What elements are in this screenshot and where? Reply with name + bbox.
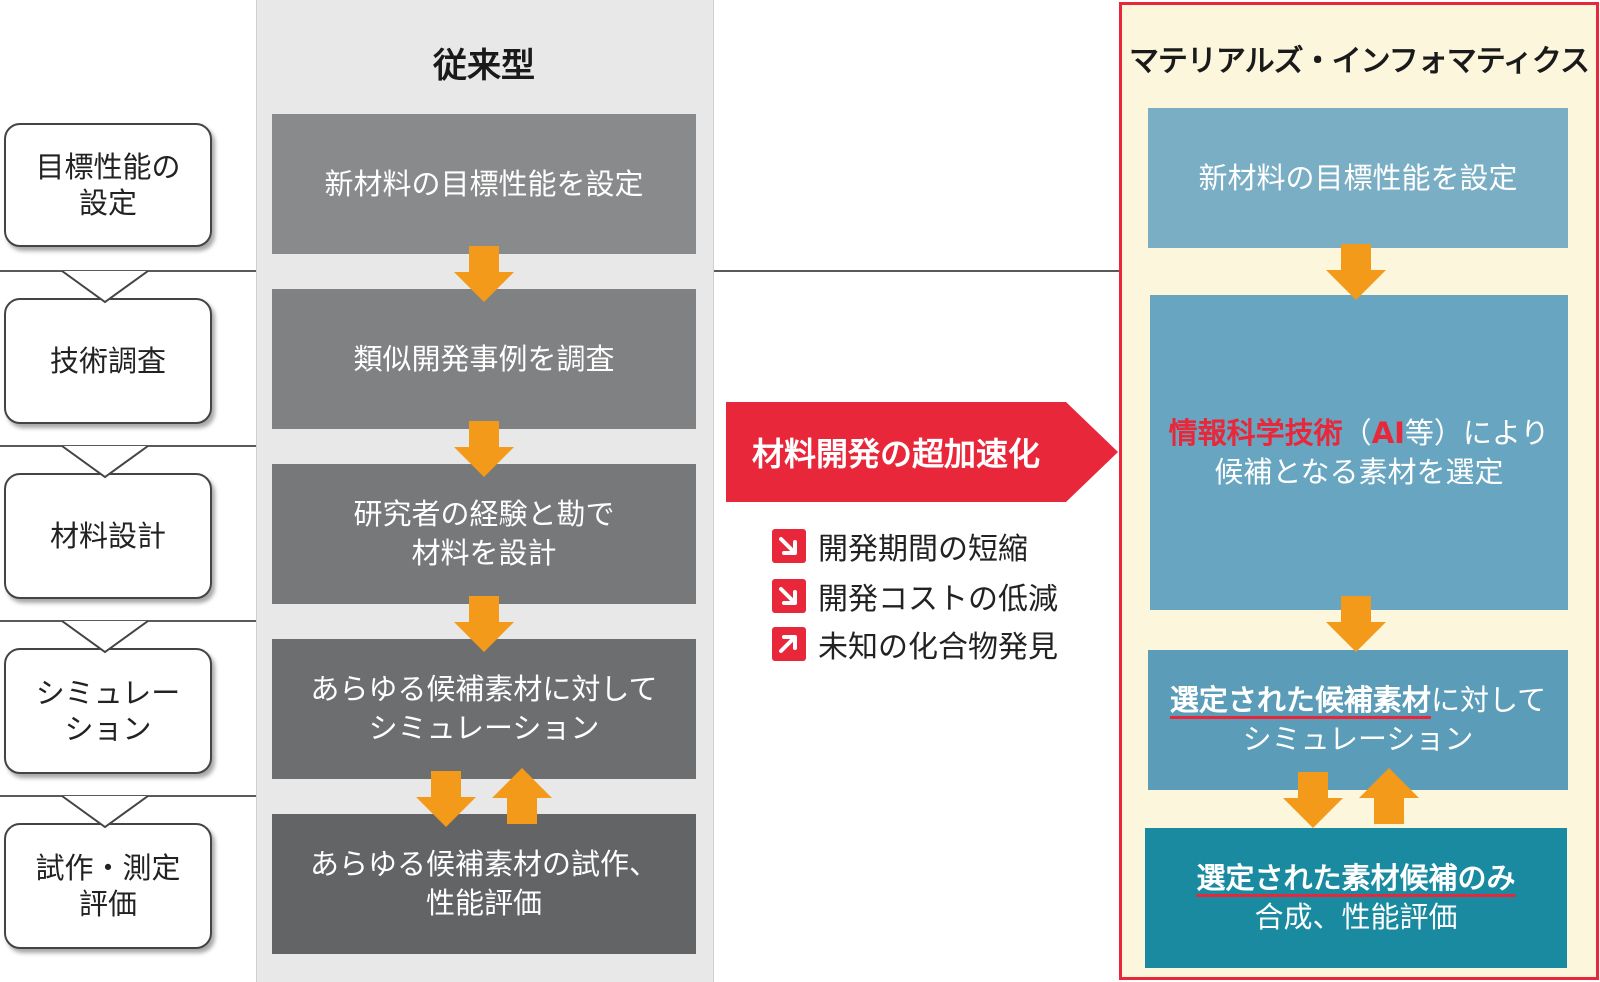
mi-step-simulation: 選定された候補素材に対して シミュレーション bbox=[1148, 650, 1568, 790]
acceleration-banner-arrow bbox=[726, 402, 1118, 502]
acceleration-banner: 材料開発の超加速化 bbox=[751, 435, 1040, 473]
traditional-step-target: 新材料の目標性能を設定 bbox=[272, 114, 696, 254]
benefit-text: 未知の化合物発見 bbox=[818, 630, 1058, 665]
mi-step-syn-line2: 合成、性能評価 bbox=[1254, 900, 1458, 934]
mi-step-ai-rest: 等）により bbox=[1404, 415, 1550, 450]
down-arrow-icon bbox=[454, 246, 514, 302]
mi-step-synthesis: 選定された素材候補のみ 合成、性能評価 bbox=[1145, 828, 1567, 968]
ai-highlight: AI bbox=[1371, 415, 1405, 450]
benefit-item: 開発期間の短縮 bbox=[772, 526, 1028, 567]
mi-step-ai-selection: 情報科学技術（AI等）により 候補となる素材を選定 bbox=[1150, 295, 1568, 610]
stage-simulation: シミュレー ション bbox=[4, 648, 212, 774]
down-arrow-icon bbox=[454, 596, 514, 652]
down-arrow-icon bbox=[454, 421, 514, 477]
benefit-item: 未知の化合物発見 bbox=[772, 624, 1058, 665]
traditional-step-simulation: あらゆる候補素材に対して シミュレーション bbox=[272, 639, 696, 779]
benefit-item: 開発コストの低減 bbox=[772, 576, 1058, 617]
stage-tech-survey: 技術調査 bbox=[4, 298, 212, 424]
down-arrow-icon bbox=[1326, 596, 1386, 652]
mi-step-target: 新材料の目標性能を設定 bbox=[1148, 108, 1568, 248]
mi-step-sim-rest: に対して bbox=[1430, 683, 1547, 718]
mi-step-syn-line1: 選定された素材候補のみ bbox=[1196, 859, 1515, 898]
traditional-step-survey: 類似開発事例を調査 bbox=[272, 289, 696, 429]
traditional-step-prototype: あらゆる候補素材の試作、 性能評価 bbox=[272, 814, 696, 954]
stage-connector bbox=[61, 796, 149, 829]
arrow-down-right-icon bbox=[772, 529, 806, 563]
stage-material-design: 材料設計 bbox=[4, 473, 212, 599]
mi-step-ai-line2: 候補となる素材を選定 bbox=[1214, 454, 1504, 489]
stage-target-performance: 目標性能の 設定 bbox=[4, 123, 212, 247]
selected-materials-only-highlight: 選定された素材候補のみ bbox=[1196, 861, 1516, 896]
traditional-step-design: 研究者の経験と勘で 材料を設計 bbox=[272, 464, 696, 604]
mi-title: マテリアルズ・インフォマティクス bbox=[1128, 44, 1590, 79]
traditional-title: 従来型 bbox=[433, 46, 535, 86]
stage-connector bbox=[61, 446, 149, 479]
stage-prototype-evaluation: 試作・測定 評価 bbox=[4, 823, 212, 949]
mi-step-sim-line1: 選定された候補素材に対して bbox=[1170, 681, 1546, 720]
selected-candidates-highlight: 選定された候補素材 bbox=[1169, 683, 1431, 718]
stage-connector bbox=[61, 271, 149, 304]
mi-step-sim-line2: シミュレーション bbox=[1242, 722, 1474, 756]
up-arrow-icon bbox=[492, 768, 552, 824]
arrow-up-right-icon bbox=[772, 627, 806, 661]
mi-step-target-text: 新材料の目標性能を設定 bbox=[1198, 160, 1518, 195]
stage-connector bbox=[61, 621, 149, 654]
paren-open: （ bbox=[1342, 415, 1372, 450]
benefit-text: 開発期間の短縮 bbox=[818, 532, 1028, 567]
info-science-highlight: 情報科学技術 bbox=[1168, 415, 1343, 450]
benefit-text: 開発コストの低減 bbox=[818, 582, 1058, 617]
up-arrow-icon bbox=[1359, 768, 1419, 824]
down-arrow-icon bbox=[1326, 244, 1386, 300]
down-arrow-icon bbox=[1283, 772, 1343, 828]
down-arrow-icon bbox=[416, 771, 476, 827]
arrow-down-right-icon bbox=[772, 579, 806, 613]
mi-step-ai-line1: 情報科学技術（AI等）により bbox=[1169, 414, 1550, 453]
